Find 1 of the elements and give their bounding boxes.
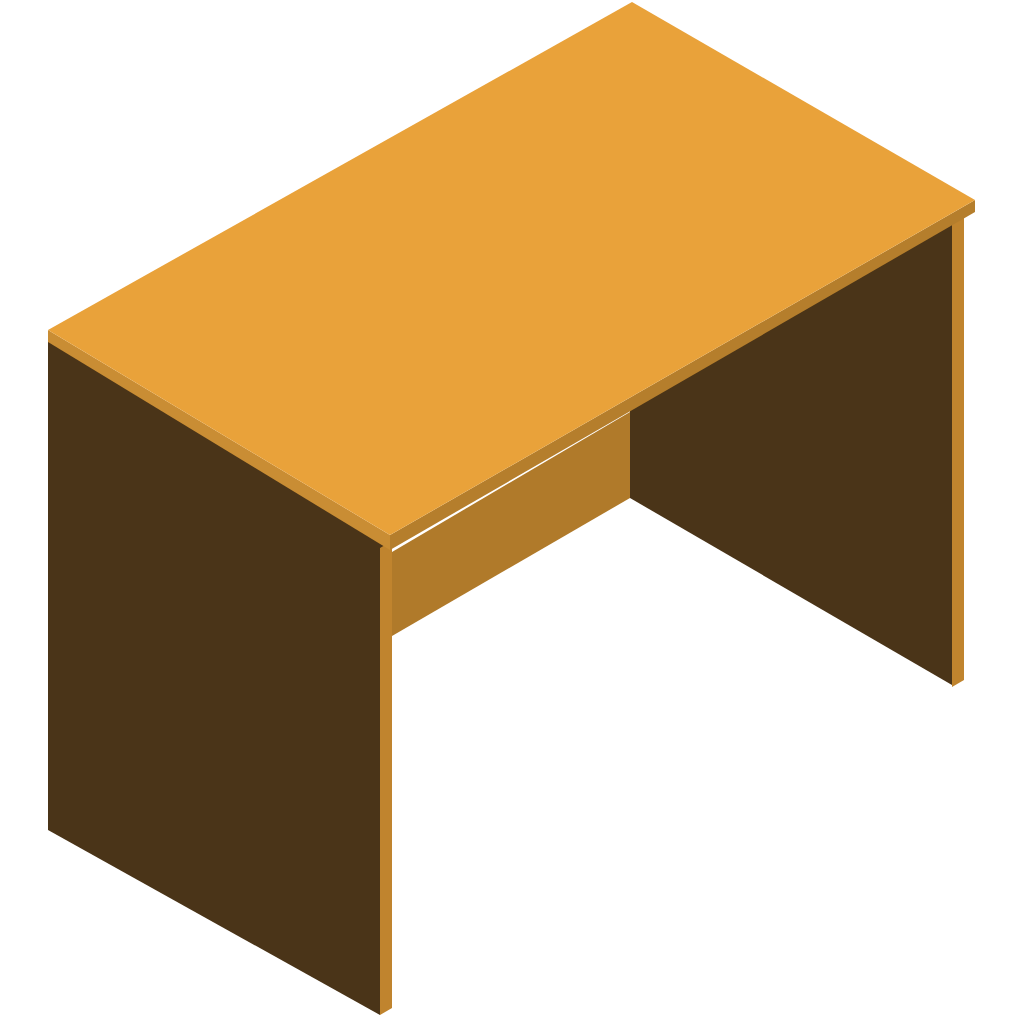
desk-drawing (48, 2, 975, 1015)
